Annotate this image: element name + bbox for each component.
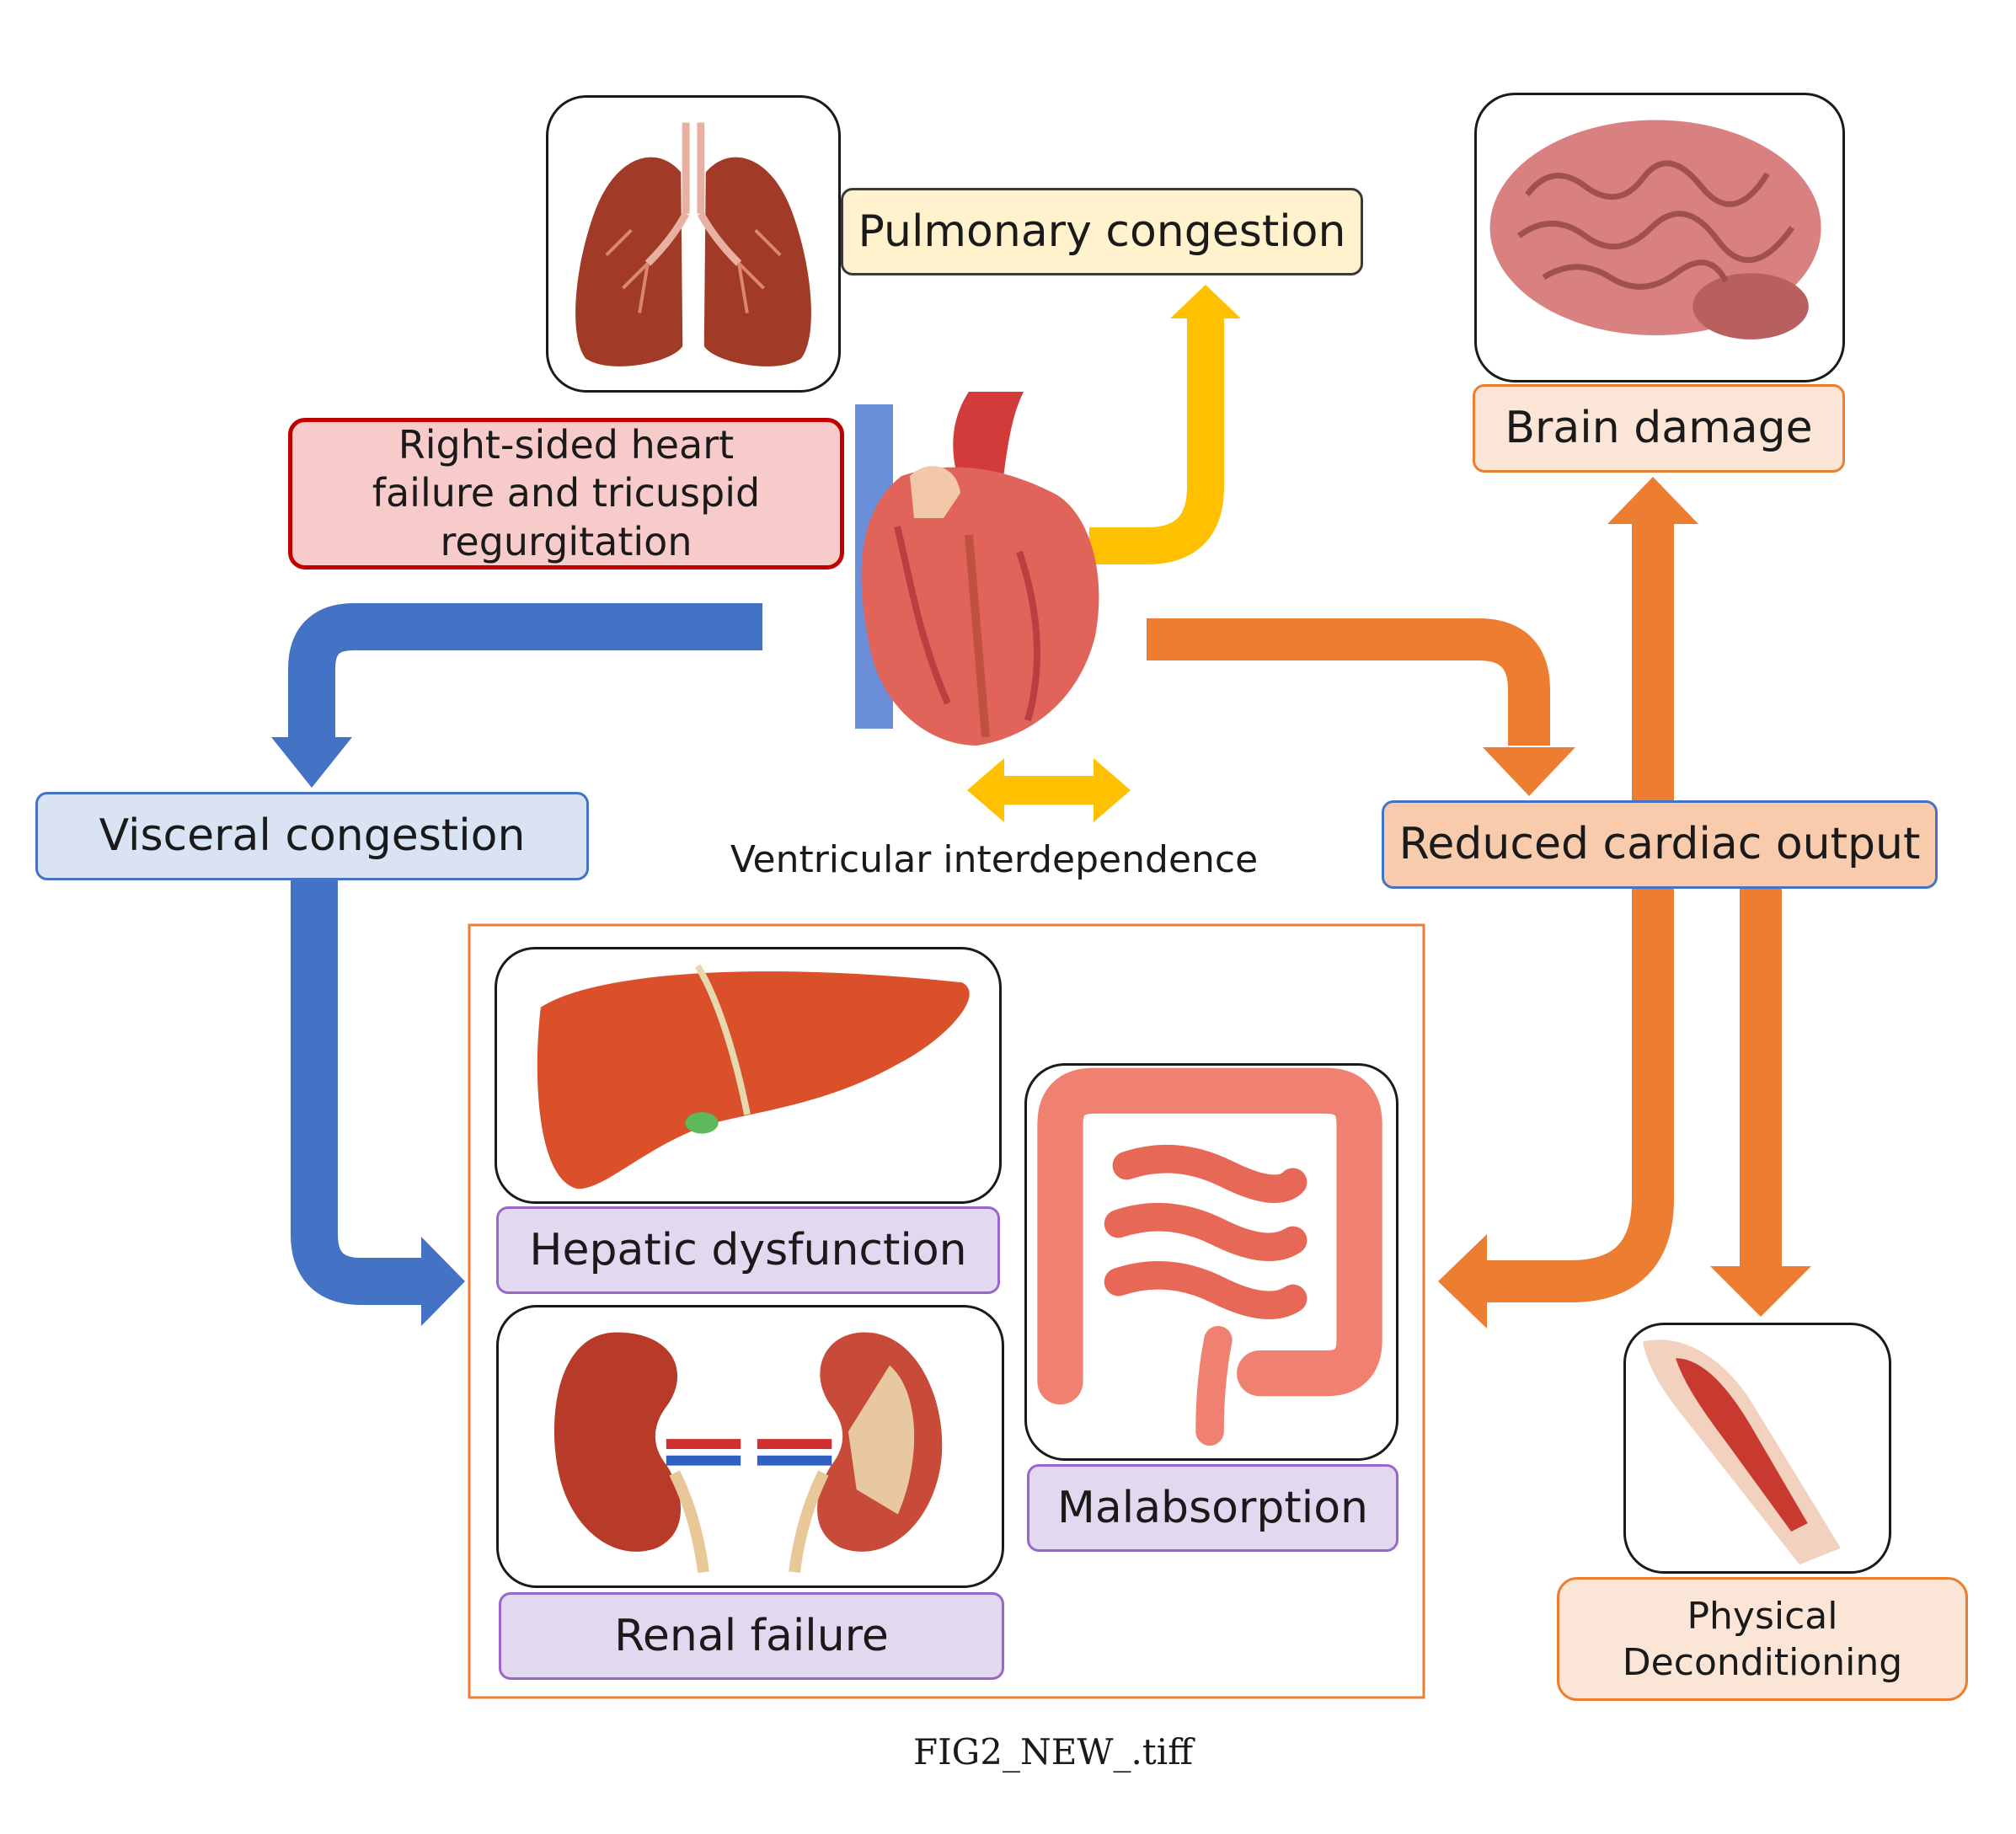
arrow-heart-to-cardiac-output <box>1147 618 1575 796</box>
rhf-label: Right-sided heart failure and tricuspid … <box>288 418 844 569</box>
kidney-icon <box>553 1332 943 1574</box>
liver-picture <box>495 947 1002 1204</box>
arm-muscle-icon <box>1642 1339 1841 1565</box>
arrow-heart-to-pulmonary <box>1089 285 1241 564</box>
figure-caption: FIG2_NEW_.tiff <box>912 1730 1194 1773</box>
arrow-cardiac-to-brain <box>1607 477 1698 800</box>
malabsorption-label: Malabsorption <box>1027 1464 1398 1552</box>
liver-icon <box>537 964 970 1190</box>
physical-deconditioning-label: Physical Deconditioning <box>1557 1577 1968 1701</box>
kidney-picture <box>496 1305 1004 1588</box>
brain-picture <box>1474 93 1845 382</box>
arrow-heart-to-visceral <box>271 603 762 788</box>
renal-failure-label: Renal failure <box>499 1592 1004 1680</box>
intestine-picture <box>1024 1063 1398 1461</box>
brain-icon <box>1489 120 1821 340</box>
hepatic-dysfunction-label: Hepatic dysfunction <box>496 1206 1000 1294</box>
pulmonary-congestion-label: Pulmonary congestion <box>841 188 1363 275</box>
lungs-icon <box>575 122 811 366</box>
intestine-icon <box>1037 1067 1382 1446</box>
arrow-cardiac-to-physical <box>1710 889 1811 1317</box>
arm-picture <box>1623 1323 1891 1574</box>
arrow-visceral-to-organs <box>291 880 465 1326</box>
heart-icon <box>855 392 1099 746</box>
arrow-cardiac-to-organs <box>1438 889 1674 1329</box>
visceral-congestion-label: Visceral congestion <box>35 792 589 880</box>
ventricular-interdependence-label: Ventricular interdependence <box>730 837 1259 881</box>
lungs-picture <box>546 95 841 393</box>
arrow-ventricular-double <box>967 758 1131 822</box>
organs-group-box <box>468 923 1425 1699</box>
reduced-cardiac-output-label: Reduced cardiac output <box>1382 800 1938 889</box>
brain-damage-label: Brain damage <box>1473 384 1845 473</box>
